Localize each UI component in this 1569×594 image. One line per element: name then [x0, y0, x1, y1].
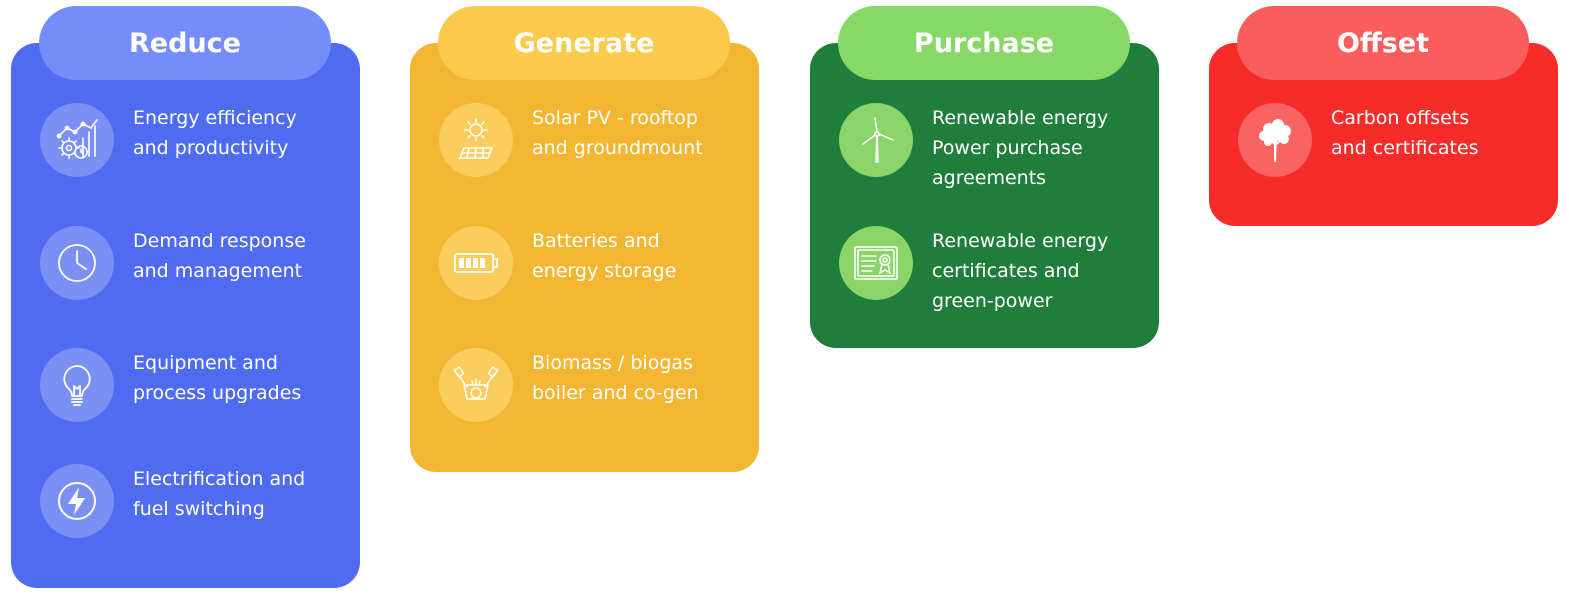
battery-icon — [439, 226, 513, 300]
certificate-icon — [839, 226, 913, 300]
wind-turbine-icon — [839, 103, 913, 177]
item-label-line: Power purchase — [932, 137, 1083, 159]
item-label-line: Equipment and — [133, 352, 278, 374]
item-label-line: green-power — [932, 290, 1053, 312]
item-label-line: Demand response — [133, 230, 306, 252]
item-label-line: boiler and co-gen — [532, 382, 699, 404]
purchase-header: Purchase — [838, 6, 1130, 80]
offset-header: Offset — [1237, 6, 1529, 80]
item-label-line: Renewable energy — [932, 107, 1109, 129]
item-label-line: and groundmount — [532, 137, 703, 159]
generate-header: Generate — [438, 6, 730, 80]
item-label-line: and productivity — [133, 137, 289, 159]
item-label-line: and certificates — [1331, 137, 1479, 159]
lightbulb-icon — [40, 348, 114, 422]
item-label-line: agreements — [932, 167, 1047, 189]
item-label-line: process upgrades — [133, 382, 302, 404]
item-label-line: Biomass / biogas — [532, 352, 693, 374]
item-label-line: and management — [133, 260, 303, 282]
item-label-line: Carbon offsets — [1331, 107, 1470, 129]
reduce-header: Reduce — [39, 6, 331, 80]
item-label-line: certificates and — [932, 260, 1080, 282]
item-label-line: energy storage — [532, 260, 677, 282]
solar-panel-icon — [439, 103, 513, 177]
item-label-line: Solar PV - rooftop — [532, 107, 698, 129]
efficiency-chart-gears-icon — [40, 103, 114, 177]
lightning-bolt-icon — [40, 464, 114, 538]
item-label-line: fuel switching — [133, 498, 265, 520]
item-label-line: Renewable energy — [932, 230, 1109, 252]
item-label-line: Batteries and — [532, 230, 660, 252]
clock-icon — [40, 226, 114, 300]
item-label-line: Electrification and — [133, 468, 306, 490]
tree-icon — [1238, 103, 1312, 177]
item-label-line: Energy efficiency — [133, 107, 297, 129]
engine-icon — [439, 348, 513, 422]
